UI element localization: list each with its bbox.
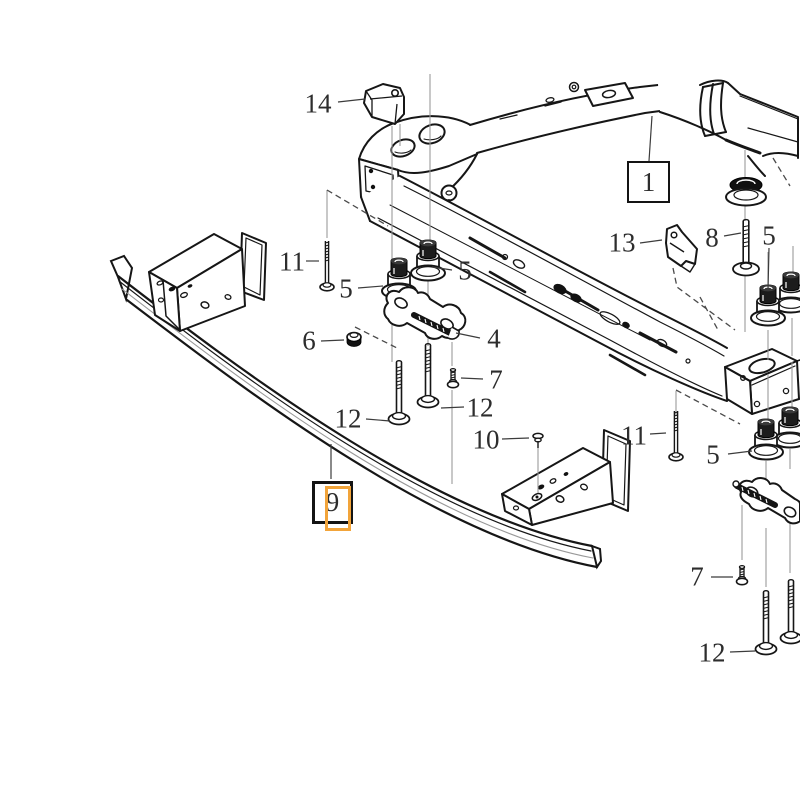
bolt-11-right xyxy=(668,410,684,462)
part-label-7-right: 7 xyxy=(690,561,704,592)
hidden-edge-dashes xyxy=(326,157,791,425)
part-label-12-right-text: 12 xyxy=(698,637,726,668)
part-label-11-right: 11 xyxy=(621,420,647,451)
part-label-8: 8 xyxy=(705,222,719,253)
part-label-5-left: 5 xyxy=(339,273,353,304)
part-label-12-ml-text: 12 xyxy=(334,403,362,434)
bracket-14 xyxy=(363,83,405,125)
part-label-6-text: 6 xyxy=(302,325,316,356)
part-label-12-mid-left: 12 xyxy=(334,403,362,434)
subframe-crossmember xyxy=(358,79,800,415)
bolt-12-mid-left xyxy=(387,359,411,426)
part-label-12-mr-text: 12 xyxy=(466,392,494,423)
part-label-10: 10 xyxy=(472,424,500,455)
bolt-12-right-b xyxy=(779,578,800,645)
part-label-12-right: 12 xyxy=(698,637,726,668)
part-label-11-left: 11 xyxy=(279,246,305,277)
crash-box-left xyxy=(148,232,267,332)
part-label-4: 4 xyxy=(487,323,501,354)
bolt-8 xyxy=(732,218,760,277)
subframe-rear-bushing xyxy=(725,177,767,207)
bolt-11-left xyxy=(319,240,335,292)
part-label-5-text: 5 xyxy=(762,220,776,251)
link-plate-right xyxy=(732,477,800,525)
part-label-7-mid-text: 7 xyxy=(489,364,503,395)
part-label-11-text: 11 xyxy=(279,246,305,277)
part-label-9-text: 9 xyxy=(325,487,340,517)
part-label-12-mid-right: 12 xyxy=(466,392,494,423)
crash-box-right xyxy=(501,429,631,526)
part-label-1-box: 1 xyxy=(627,161,670,203)
part-label-5-lower-right: 5 xyxy=(706,439,720,470)
screw-7-right xyxy=(735,564,749,586)
part-label-5-mid: 5 xyxy=(458,255,472,286)
part-label-13-text: 13 xyxy=(608,227,636,258)
bracket-13 xyxy=(665,224,698,273)
screw-7-mid xyxy=(446,367,460,389)
part-label-7-right-text: 7 xyxy=(690,561,704,592)
part-label-5-left-text: 5 xyxy=(339,273,353,304)
part-label-1-text: 1 xyxy=(641,166,656,197)
bolt-12-right-a xyxy=(754,589,778,656)
bolt-12-mid-right xyxy=(416,342,440,409)
part-label-13: 13 xyxy=(608,227,636,258)
part-label-9-box: 9 xyxy=(312,481,353,524)
part-label-5-lr-text: 5 xyxy=(706,439,720,470)
part-label-5-mid-text: 5 xyxy=(458,255,472,286)
part-label-14-text: 14 xyxy=(304,88,332,119)
part-label-5-top-right: 5 xyxy=(762,220,776,251)
nut-6 xyxy=(346,331,362,347)
part-label-6: 6 xyxy=(302,325,316,356)
highlight-box[interactable] xyxy=(325,486,351,531)
part-label-4-text: 4 xyxy=(487,323,501,354)
part-label-8-text: 8 xyxy=(705,222,719,253)
link-plate-4 xyxy=(383,286,467,340)
part-label-10-text: 10 xyxy=(472,424,500,455)
bolt-10 xyxy=(532,432,544,448)
part-label-11-right-text: 11 xyxy=(621,420,647,451)
leader-lines xyxy=(306,98,770,653)
part-label-7-mid: 7 xyxy=(489,364,503,395)
part-label-14: 14 xyxy=(304,88,332,119)
